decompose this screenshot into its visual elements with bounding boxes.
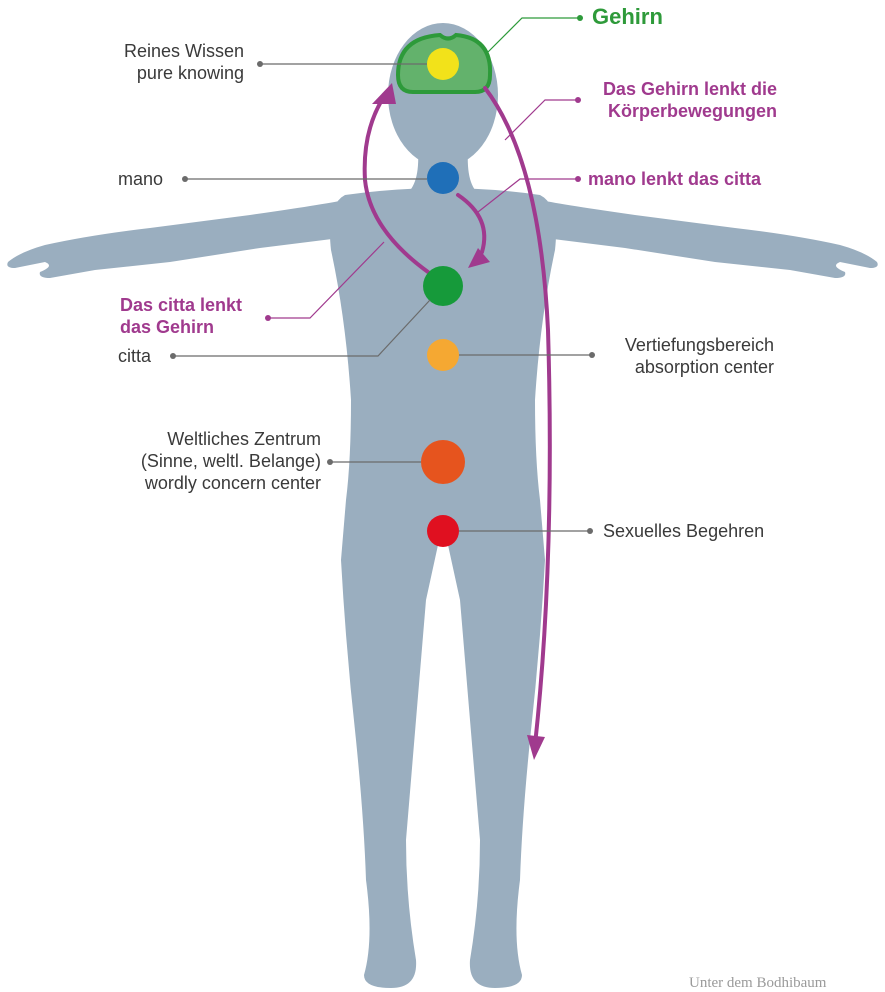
label-reines-wissen: Reines Wissen pure knowing: [124, 40, 244, 84]
label-gehirn-lenkt: Das Gehirn lenkt die Körperbewegungen: [603, 78, 777, 122]
label-gehirn: Gehirn: [592, 6, 663, 28]
label-mano: mano: [118, 168, 163, 190]
center-sexual-desire: [427, 515, 459, 547]
arrowhead-brain: [372, 83, 396, 104]
center-pure-knowing: [427, 48, 459, 80]
label-weltlich: Weltliches Zentrum (Sinne, weltl. Belang…: [141, 428, 321, 494]
center-worldly-concern: [421, 440, 465, 484]
center-citta: [423, 266, 463, 306]
leader-gehirn: [488, 18, 580, 52]
leader-gehirn-lenkt: [505, 100, 578, 140]
label-vertiefung: Vertiefungsbereich absorption center: [625, 334, 774, 378]
credit-text: Unter dem Bodhibaum: [689, 975, 826, 992]
label-citta-lenkt: Das citta lenkt das Gehirn: [120, 294, 242, 338]
label-sexuell: Sexuelles Begehren: [603, 520, 764, 542]
center-mano: [427, 162, 459, 194]
center-absorption: [427, 339, 459, 371]
arrowhead-body: [527, 735, 545, 760]
label-citta: citta: [118, 345, 151, 367]
label-mano-lenkt: mano lenkt das citta: [588, 168, 761, 190]
